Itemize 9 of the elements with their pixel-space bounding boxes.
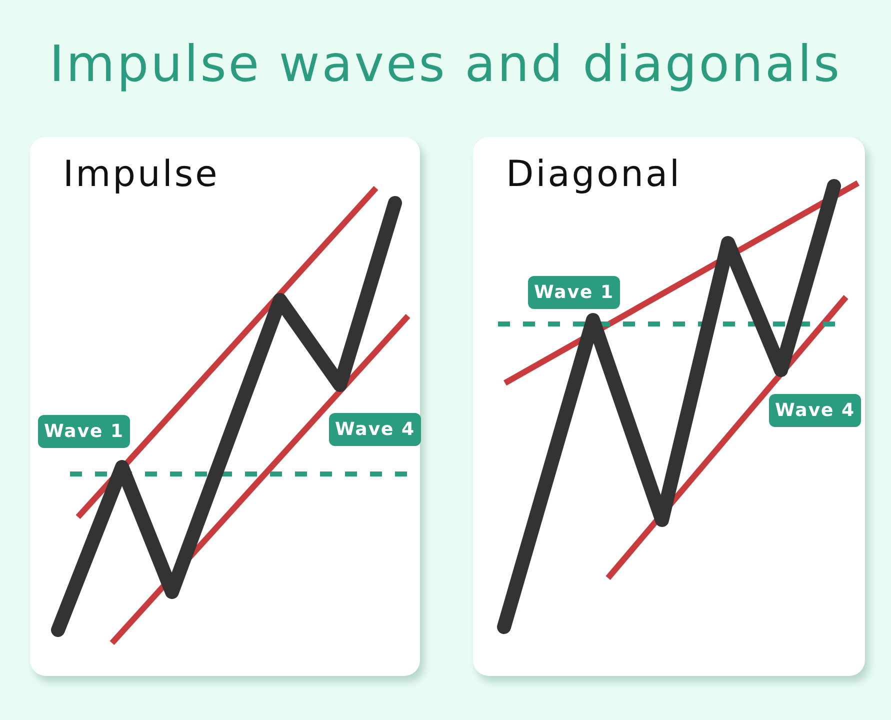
wave-badge: Wave 4 (329, 413, 421, 446)
card-title: Diagonal (506, 153, 682, 197)
card-title: Impulse (63, 153, 220, 197)
diagram-title: Impulse waves and diagonals (49, 34, 842, 94)
wave-badge: Wave 1 (528, 276, 620, 309)
chart-card (473, 137, 865, 676)
wave-badge: Wave 4 (769, 394, 861, 427)
wave-badge: Wave 1 (38, 415, 130, 448)
chart-card (30, 137, 420, 676)
